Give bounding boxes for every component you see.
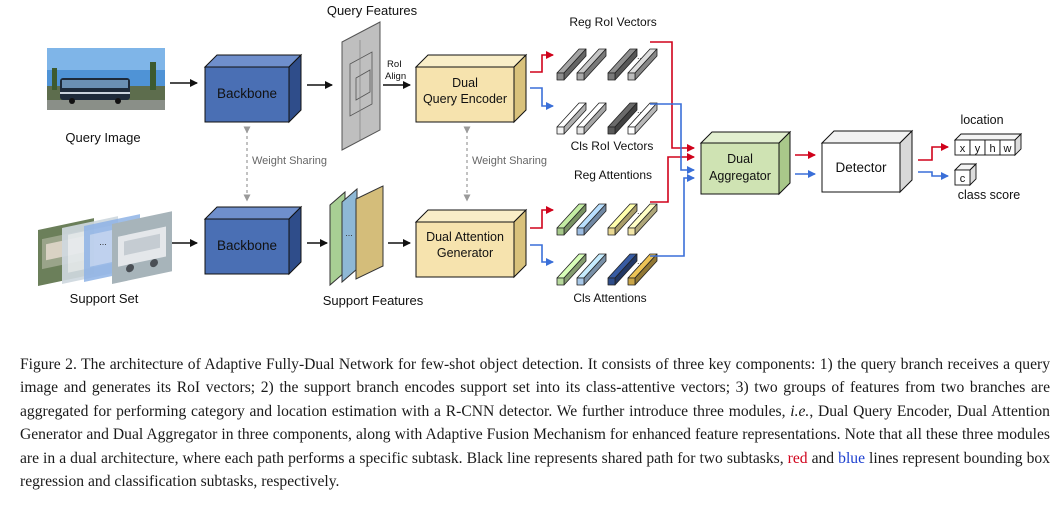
caption-and: and — [807, 449, 839, 467]
query-image-label: Query Image — [65, 130, 140, 145]
class-score-label: class score — [958, 188, 1021, 202]
reg-roi-vectors-label: Reg RoI Vectors — [569, 15, 656, 29]
arrow-encoder-to-reg-vectors — [530, 51, 554, 73]
figure-caption: Figure 2. The architecture of Adaptive F… — [20, 353, 1050, 493]
weight-sharing-left-label: Weight Sharing — [252, 155, 327, 167]
support-feature-maps — [329, 185, 384, 287]
vector-bar — [576, 48, 607, 81]
support-features-label: Support Features — [323, 293, 424, 308]
vector-ellipsis: ... — [637, 256, 645, 266]
vector-bar — [556, 102, 587, 135]
arrow-detector-to-location — [918, 143, 949, 161]
reg-attentions: ... — [556, 203, 658, 236]
support-set-ellipsis: ... — [99, 237, 107, 247]
support-set-images — [38, 211, 172, 286]
backbone-bottom — [203, 205, 303, 276]
class-score-c: c — [960, 173, 966, 185]
line-cls-attentions-to-aggregator — [650, 174, 695, 257]
caption-blue-word: blue — [838, 449, 865, 467]
vector-ellipsis: ... — [637, 51, 645, 61]
location-boxes — [953, 132, 1023, 157]
vector-bar — [556, 253, 587, 286]
roi-align-label-1: RoI — [387, 59, 402, 70]
vector-bar — [576, 253, 607, 286]
vector-bar — [607, 48, 638, 81]
vector-bar — [556, 203, 587, 236]
reg-roi-vectors: ... — [556, 48, 658, 81]
vector-bar — [627, 253, 658, 286]
vector-bar — [576, 102, 607, 135]
cls-attentions: ... — [556, 253, 658, 286]
vector-bar — [576, 203, 607, 236]
line-cls-vectors-to-aggregator — [650, 103, 695, 174]
location-y: y — [975, 143, 981, 155]
vector-ellipsis: ... — [637, 206, 645, 216]
weight-sharing-right-label: Weight Sharing — [472, 155, 547, 167]
query-features-label: Query Features — [327, 3, 418, 18]
vector-bar — [627, 102, 658, 135]
vector-bar — [607, 102, 638, 135]
caption-part-3: lines represent bounding box regression … — [20, 449, 1050, 491]
caption-red-word: red — [787, 449, 808, 467]
backbone-bottom-label: Backbone — [217, 238, 277, 253]
dual-attention-generator-label-2: Generator — [437, 246, 493, 260]
arrow-generator-to-cls-attentions — [530, 244, 554, 266]
dual-aggregator — [699, 130, 792, 196]
backbone-top-label: Backbone — [217, 86, 277, 101]
cls-roi-vectors-label: Cls RoI Vectors — [571, 139, 654, 153]
caption-part-1: Figure 2. The architecture of Adaptive F… — [20, 356, 1050, 420]
roi-align-label-2: Align — [385, 71, 406, 82]
support-features-ellipsis: ... — [345, 228, 353, 238]
dual-query-encoder-label-2: Query Encoder — [423, 92, 507, 106]
detector-label: Detector — [835, 160, 887, 175]
dual-aggregator-label-1: Dual — [727, 152, 753, 166]
line-reg-vectors-to-aggregator — [650, 41, 695, 152]
location-x: x — [960, 143, 966, 155]
arrow-encoder-to-cls-vectors — [530, 87, 554, 110]
dual-attention-generator — [414, 208, 528, 279]
backbone-top — [203, 53, 303, 124]
class-score-box — [953, 162, 978, 187]
query-feature-map — [341, 21, 381, 151]
line-reg-attentions-to-aggregator — [650, 153, 695, 203]
vector-bar — [607, 203, 638, 236]
dual-attention-generator-label-1: Dual Attention — [426, 230, 504, 244]
arrow-detector-to-class-score — [918, 171, 949, 180]
location-label: location — [960, 113, 1003, 127]
location-w: w — [1003, 143, 1012, 155]
reg-attentions-label: Reg Attentions — [574, 168, 652, 182]
dual-query-encoder-label-1: Dual — [452, 76, 478, 90]
vector-bar — [556, 48, 587, 81]
arrow-generator-to-reg-attentions — [530, 206, 554, 229]
dual-aggregator-label-2: Aggregator — [709, 169, 771, 183]
dual-query-encoder — [414, 53, 528, 124]
query-image — [47, 48, 165, 110]
detector — [820, 129, 914, 194]
cls-attentions-label: Cls Attentions — [573, 291, 646, 305]
vector-bar — [627, 48, 658, 81]
vector-bar — [627, 203, 658, 236]
caption-ie: i.e. — [790, 402, 810, 420]
cls-roi-vectors: ... — [556, 102, 658, 135]
caption-part-2: , Dual Query Encoder, Dual Attention Gen… — [20, 402, 1050, 467]
vector-bar — [607, 253, 638, 286]
support-set-label: Support Set — [70, 291, 139, 306]
vector-ellipsis: ... — [637, 105, 645, 115]
location-h: h — [989, 143, 995, 155]
